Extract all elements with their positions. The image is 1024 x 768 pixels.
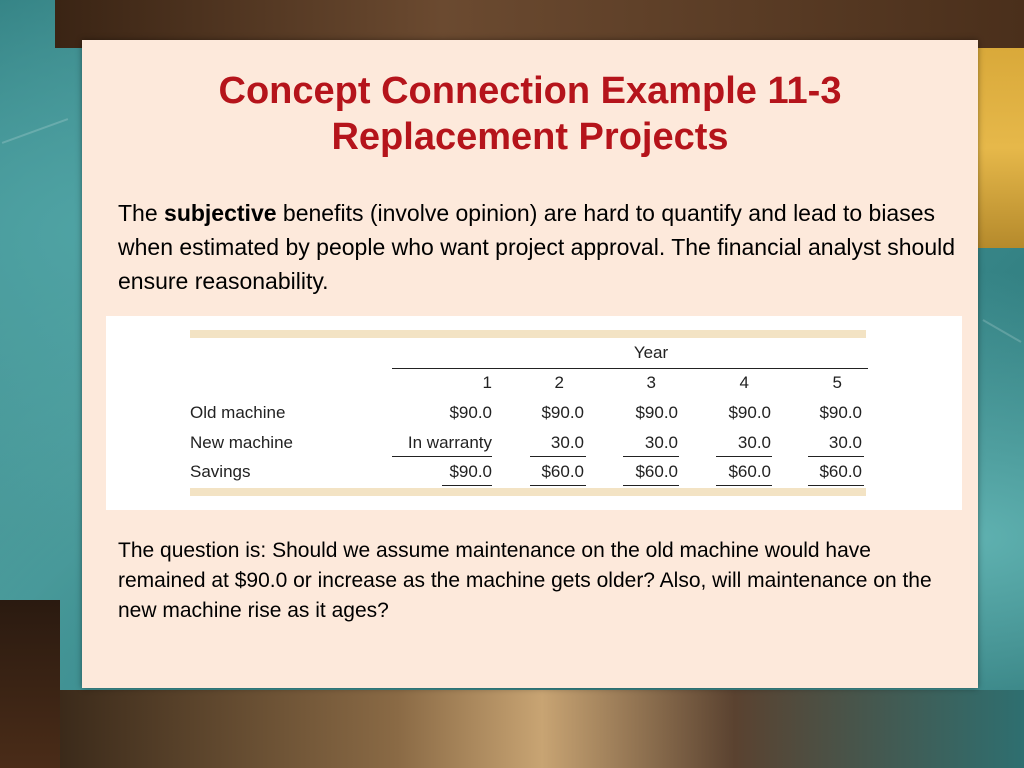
cell-savings-2: $60.0: [541, 462, 584, 481]
intro-text-pre: The: [118, 200, 165, 226]
row-label-savings: Savings: [190, 462, 251, 481]
subtotal-rule-4: [716, 456, 772, 457]
row-label-new-machine: New machine: [190, 433, 293, 452]
total-rule-3: [623, 485, 679, 486]
slide-title-line2: Replacement Projects: [331, 116, 729, 158]
subtotal-rule-5: [808, 456, 864, 457]
cell-old-5: $90.0: [819, 403, 862, 422]
slide-title: Concept Connection Example 11-3 Replacem…: [82, 68, 978, 160]
cell-savings-4: $60.0: [728, 462, 771, 481]
background-bottom-band: [60, 690, 1024, 768]
background-gold-band: [975, 48, 1024, 248]
subtotal-rule-2: [530, 456, 586, 457]
subtotal-rule-1: [392, 456, 492, 457]
cell-old-4: $90.0: [728, 403, 771, 422]
intro-paragraph: The subjective benefits (involve opinion…: [118, 196, 958, 298]
subtotal-rule-3: [623, 456, 679, 457]
year-col-5: 5: [832, 373, 842, 392]
total-rule-1: [442, 485, 492, 486]
total-rule-2: [530, 485, 586, 486]
year-col-4: 4: [739, 373, 749, 392]
table-top-bar: [190, 330, 866, 338]
table-bottom-bar: [190, 488, 866, 496]
year-col-2: 2: [554, 373, 564, 392]
cell-savings-1: $90.0: [449, 462, 492, 481]
cell-savings-5: $60.0: [819, 462, 862, 481]
total-rule-4: [716, 485, 772, 486]
intro-text-post: benefits (involve opinion) are hard to q…: [118, 200, 956, 294]
maintenance-table: Year 1 2 3 4 5 Old machine $90.0 $90.0 $…: [106, 316, 962, 510]
cell-old-3: $90.0: [635, 403, 678, 422]
year-col-3: 3: [646, 373, 656, 392]
cell-old-2: $90.0: [541, 403, 584, 422]
intro-text-emphasis: subjective: [164, 200, 277, 226]
cell-new-2: 30.0: [550, 433, 584, 452]
year-header: Year: [633, 343, 669, 362]
cell-old-1: $90.0: [449, 403, 492, 422]
slide-title-line1: Concept Connection Example 11-3: [218, 70, 842, 112]
cell-new-4: 30.0: [737, 433, 771, 452]
background-left-band: [0, 600, 60, 768]
year-col-1: 1: [482, 373, 492, 392]
cell-savings-3: $60.0: [635, 462, 678, 481]
cell-new-1: In warranty: [407, 433, 492, 452]
total-rule-5: [808, 485, 864, 486]
question-paragraph: The question is: Should we assume mainte…: [118, 539, 932, 622]
year-header-rule: [392, 368, 868, 369]
cell-new-3: 30.0: [644, 433, 678, 452]
row-label-old-machine: Old machine: [190, 403, 286, 422]
cell-new-5: 30.0: [828, 433, 862, 452]
